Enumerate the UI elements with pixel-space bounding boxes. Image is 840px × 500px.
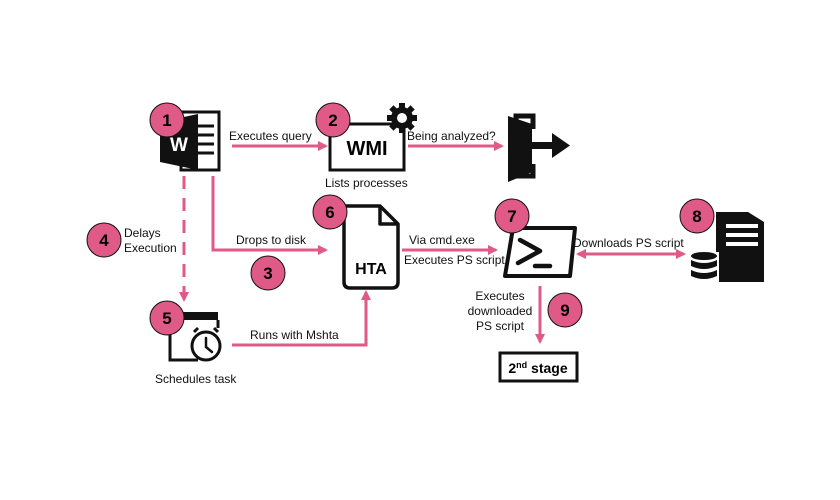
powershell-prompt-icon xyxy=(503,226,577,278)
label-downloads-ps-script: Downloads PS script xyxy=(573,236,684,250)
step-badge-1: 1 xyxy=(149,102,185,138)
label-delays-line1: Delays xyxy=(124,226,161,240)
svg-text:2: 2 xyxy=(328,111,337,130)
arrow-task-to-hta xyxy=(232,290,371,347)
svg-text:3: 3 xyxy=(263,264,272,283)
label-being-analyzed: Being analyzed? xyxy=(407,129,496,143)
arrow-word-to-hta xyxy=(211,176,328,255)
step-badge-3: 3 xyxy=(250,255,286,291)
word-document-icon: W xyxy=(160,110,221,172)
label-lists-processes: Lists processes xyxy=(325,176,408,190)
label-drops-to-disk: Drops to disk xyxy=(236,233,307,247)
step-badge-5: 5 xyxy=(149,300,185,336)
second-stage-label: 2nd stage xyxy=(508,360,567,376)
hta-label: HTA xyxy=(355,261,387,278)
label-executes-query: Executes query xyxy=(229,129,312,143)
label-schedules-task: Schedules task xyxy=(155,372,237,386)
connectors xyxy=(179,141,686,347)
wmi-node: WMI xyxy=(328,103,417,172)
labels: Executes query Lists processes Being ana… xyxy=(124,129,684,386)
svg-text:7: 7 xyxy=(507,207,516,226)
wmi-gear-icon xyxy=(387,103,417,133)
wmi-label: WMI xyxy=(346,138,387,160)
server-database-icon xyxy=(689,212,764,282)
step-badge-2: 2 xyxy=(315,102,351,138)
exit-door-icon xyxy=(508,113,570,182)
label-exec-dl-line2: downloaded xyxy=(468,304,533,318)
label-delays-line2: Execution xyxy=(124,241,177,255)
step-badge-6: 6 xyxy=(312,194,348,230)
label-executes-ps-script: Executes PS script xyxy=(404,253,505,267)
svg-text:6: 6 xyxy=(325,203,334,222)
second-stage-box xyxy=(498,351,579,383)
svg-text:5: 5 xyxy=(162,309,171,328)
step-badge-8: 8 xyxy=(679,198,715,234)
svg-text:4: 4 xyxy=(99,231,109,250)
step-badge-9: 9 xyxy=(547,292,583,328)
label-exec-dl-line1: Executes xyxy=(475,289,524,303)
label-via-cmd: Via cmd.exe xyxy=(409,233,475,247)
step-badge-7: 7 xyxy=(494,198,530,234)
label-exec-dl-line3: PS script xyxy=(476,319,525,333)
svg-text:1: 1 xyxy=(162,111,171,130)
second-stage-node: 2nd stage xyxy=(498,351,579,383)
label-runs-with-mshta: Runs with Mshta xyxy=(250,328,339,342)
step-badge-4: 4 xyxy=(86,222,122,258)
svg-text:9: 9 xyxy=(560,301,569,320)
step-badges: 1 2 3 4 5 6 7 8 xyxy=(86,102,715,336)
svg-text:8: 8 xyxy=(692,207,701,226)
hta-file-icon: HTA xyxy=(342,204,400,290)
word-letter: W xyxy=(170,135,188,156)
